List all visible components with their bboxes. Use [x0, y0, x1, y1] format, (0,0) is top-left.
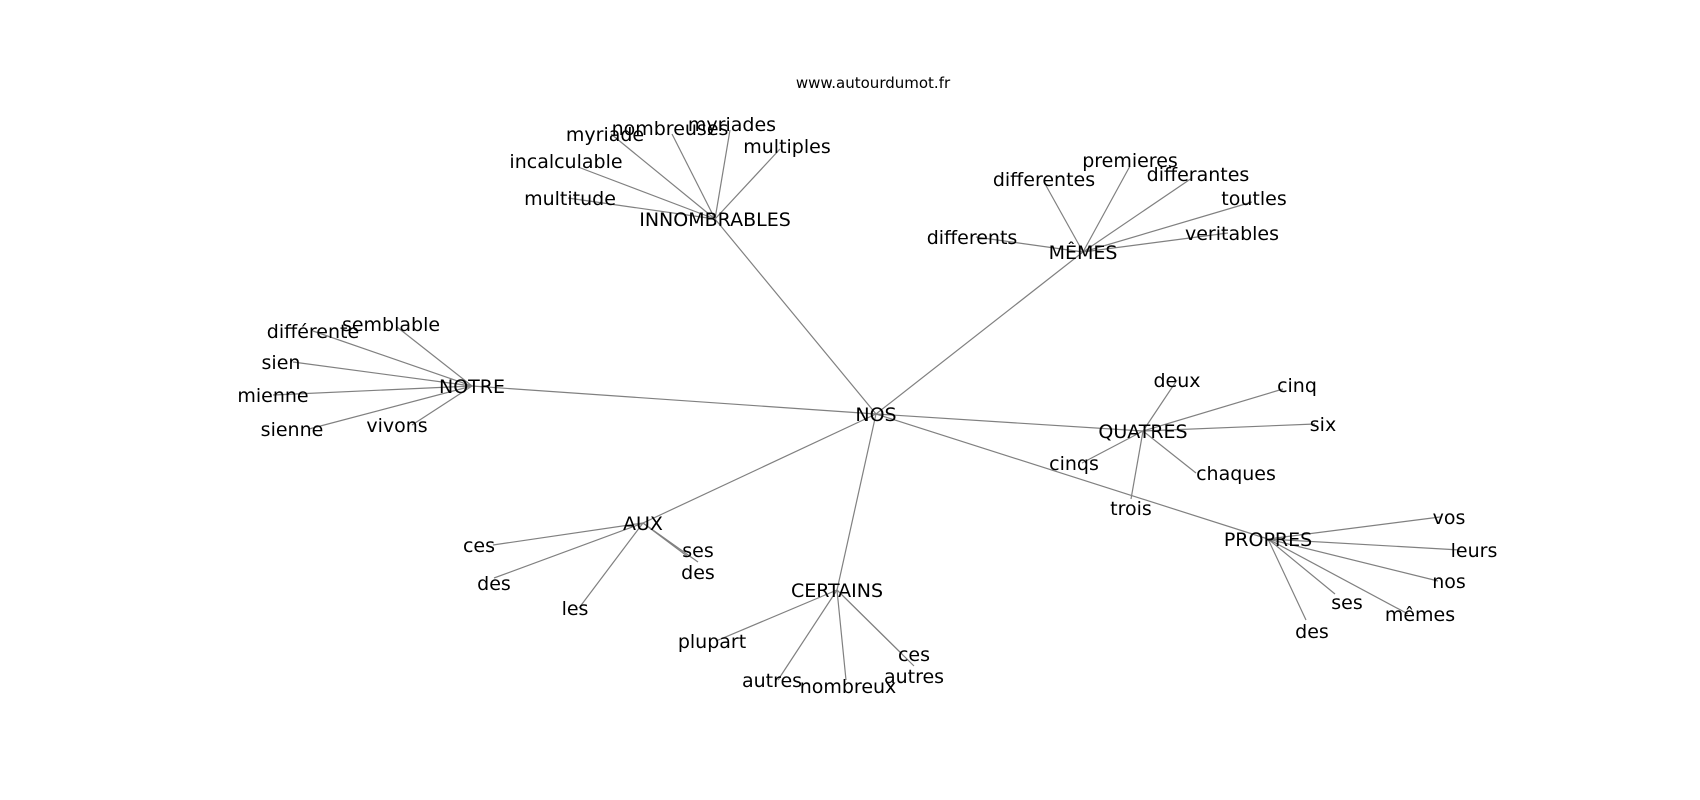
leaf-node-label: autres	[742, 670, 802, 692]
leaf-node-label: differentes	[993, 169, 1095, 191]
leaf-node-label: vos	[1433, 507, 1466, 529]
edge-center-propres	[875, 413, 1269, 540]
leaf-node-label: ces	[898, 644, 930, 666]
hub-node-label: QUATRES	[1098, 421, 1187, 443]
leaf-node-label: cinqs	[1049, 453, 1099, 475]
leaf-node-label: semblable	[342, 314, 440, 336]
edge-propres-0	[1267, 516, 1441, 540]
leaf-node-label: sien	[262, 352, 301, 374]
leaf-node-label: trois	[1110, 498, 1152, 520]
leaf-node-label: nombreux	[800, 676, 897, 698]
edge-mêmes-3	[1082, 201, 1253, 253]
hub-node-label: PROPRES	[1224, 529, 1312, 551]
edge-certains-2	[836, 589, 847, 681]
leaf-node-label: ses	[1331, 592, 1363, 614]
edge-mêmes-1	[1082, 165, 1131, 253]
leaf-node-label: mêmes	[1385, 604, 1455, 626]
edge-quatres-5	[1130, 430, 1144, 500]
edge-notre-4	[308, 385, 473, 430]
leaf-node-label: différente	[267, 321, 359, 343]
edge-mêmes-2	[1082, 177, 1193, 253]
hub-node-label: MÊMES	[1049, 241, 1118, 264]
edge-notre-1	[396, 326, 473, 387]
edge-quatres-0	[1142, 379, 1178, 432]
site-url: www.autourdumot.fr	[796, 74, 951, 92]
leaf-node-label: multitude	[524, 188, 616, 210]
edge-quatres-2	[1142, 423, 1316, 432]
edge-innombrables-4	[577, 166, 716, 220]
edge-mêmes-5	[1082, 232, 1229, 253]
edge-notre-0	[312, 330, 473, 387]
edge-center-mêmes	[875, 251, 1084, 415]
edge-propres-1	[1267, 538, 1461, 551]
edge-propres-2	[1267, 538, 1439, 582]
leaf-node-label: incalculable	[509, 151, 622, 173]
leaf-node-label: ces	[463, 535, 495, 557]
leaf-node-label: sienne	[261, 419, 324, 441]
edge-mêmes-4	[975, 236, 1084, 253]
center-node-label: NOS	[855, 404, 896, 426]
leaf-node-label: des	[477, 573, 511, 595]
hub-node-label: CERTAINS	[791, 580, 883, 602]
leaf-node-label: plupart	[678, 631, 746, 653]
edge-innombrables-5	[567, 197, 716, 220]
leaf-node-label: premieres	[1082, 150, 1178, 172]
edge-center-certains	[836, 413, 877, 591]
edge-propres-5	[1267, 538, 1307, 621]
leaf-node-label: myriades	[688, 114, 776, 136]
leaf-node-label: leurs	[1451, 540, 1498, 562]
leaf-node-label: deux	[1153, 370, 1200, 392]
edge-certains-4	[836, 589, 915, 667]
edge-center-quatres	[875, 413, 1144, 432]
leaf-node-label: differantes	[1147, 164, 1250, 186]
edge-aux-4	[642, 522, 699, 563]
leaf-node-label: vivons	[366, 415, 427, 437]
leaf-node-label: multiples	[743, 136, 831, 158]
leaf-node-label: six	[1310, 414, 1336, 436]
edge-aux-1	[493, 522, 644, 579]
edge-aux-0	[492, 522, 644, 546]
edge-notre-5	[411, 385, 473, 426]
edge-propres-4	[1267, 538, 1409, 615]
leaf-node-label: les	[562, 598, 589, 620]
edge-quatres-4	[1142, 430, 1197, 474]
edge-mêmes-0	[1043, 181, 1084, 253]
edge-quatres-3	[1081, 430, 1144, 464]
edge-innombrables-1	[671, 133, 716, 220]
edge-notre-3	[272, 385, 473, 396]
edge-center-innombrables	[714, 218, 877, 415]
leaf-node-label: myriade	[566, 124, 644, 146]
edge-aux-2	[578, 522, 644, 609]
edge-notre-2	[292, 361, 473, 387]
edge-quatres-1	[1142, 388, 1284, 432]
leaf-node-label: toutles	[1221, 188, 1286, 210]
leaf-node-label: cinq	[1277, 375, 1317, 397]
leaf-node-label: des	[1295, 621, 1329, 643]
edge-certains-0	[715, 589, 838, 642]
hub-node-label: AUX	[623, 513, 663, 535]
leaf-node-label: nos	[1432, 571, 1466, 593]
edge-innombrables-0	[610, 133, 716, 220]
leaf-node-label: des	[681, 562, 715, 584]
leaf-node-label: differents	[927, 227, 1018, 249]
edge-propres-3	[1267, 538, 1336, 595]
edge-certains-1	[777, 589, 838, 681]
leaf-node-label: autres	[884, 666, 944, 688]
edge-center-notre	[471, 385, 877, 415]
hub-node-label: NOTRE	[439, 376, 505, 398]
edge-innombrables-3	[714, 148, 781, 220]
leaf-node-label: mienne	[237, 385, 308, 407]
leaf-node-label: nombreuses	[612, 118, 729, 140]
leaf-node-label: veritables	[1185, 223, 1279, 245]
leaf-node-label: ses	[682, 540, 714, 562]
hub-node-label: INNOMBRABLES	[639, 209, 791, 231]
leaf-node-label: chaques	[1196, 463, 1276, 485]
edge-innombrables-2	[714, 129, 731, 220]
edge-center-aux	[642, 413, 877, 524]
